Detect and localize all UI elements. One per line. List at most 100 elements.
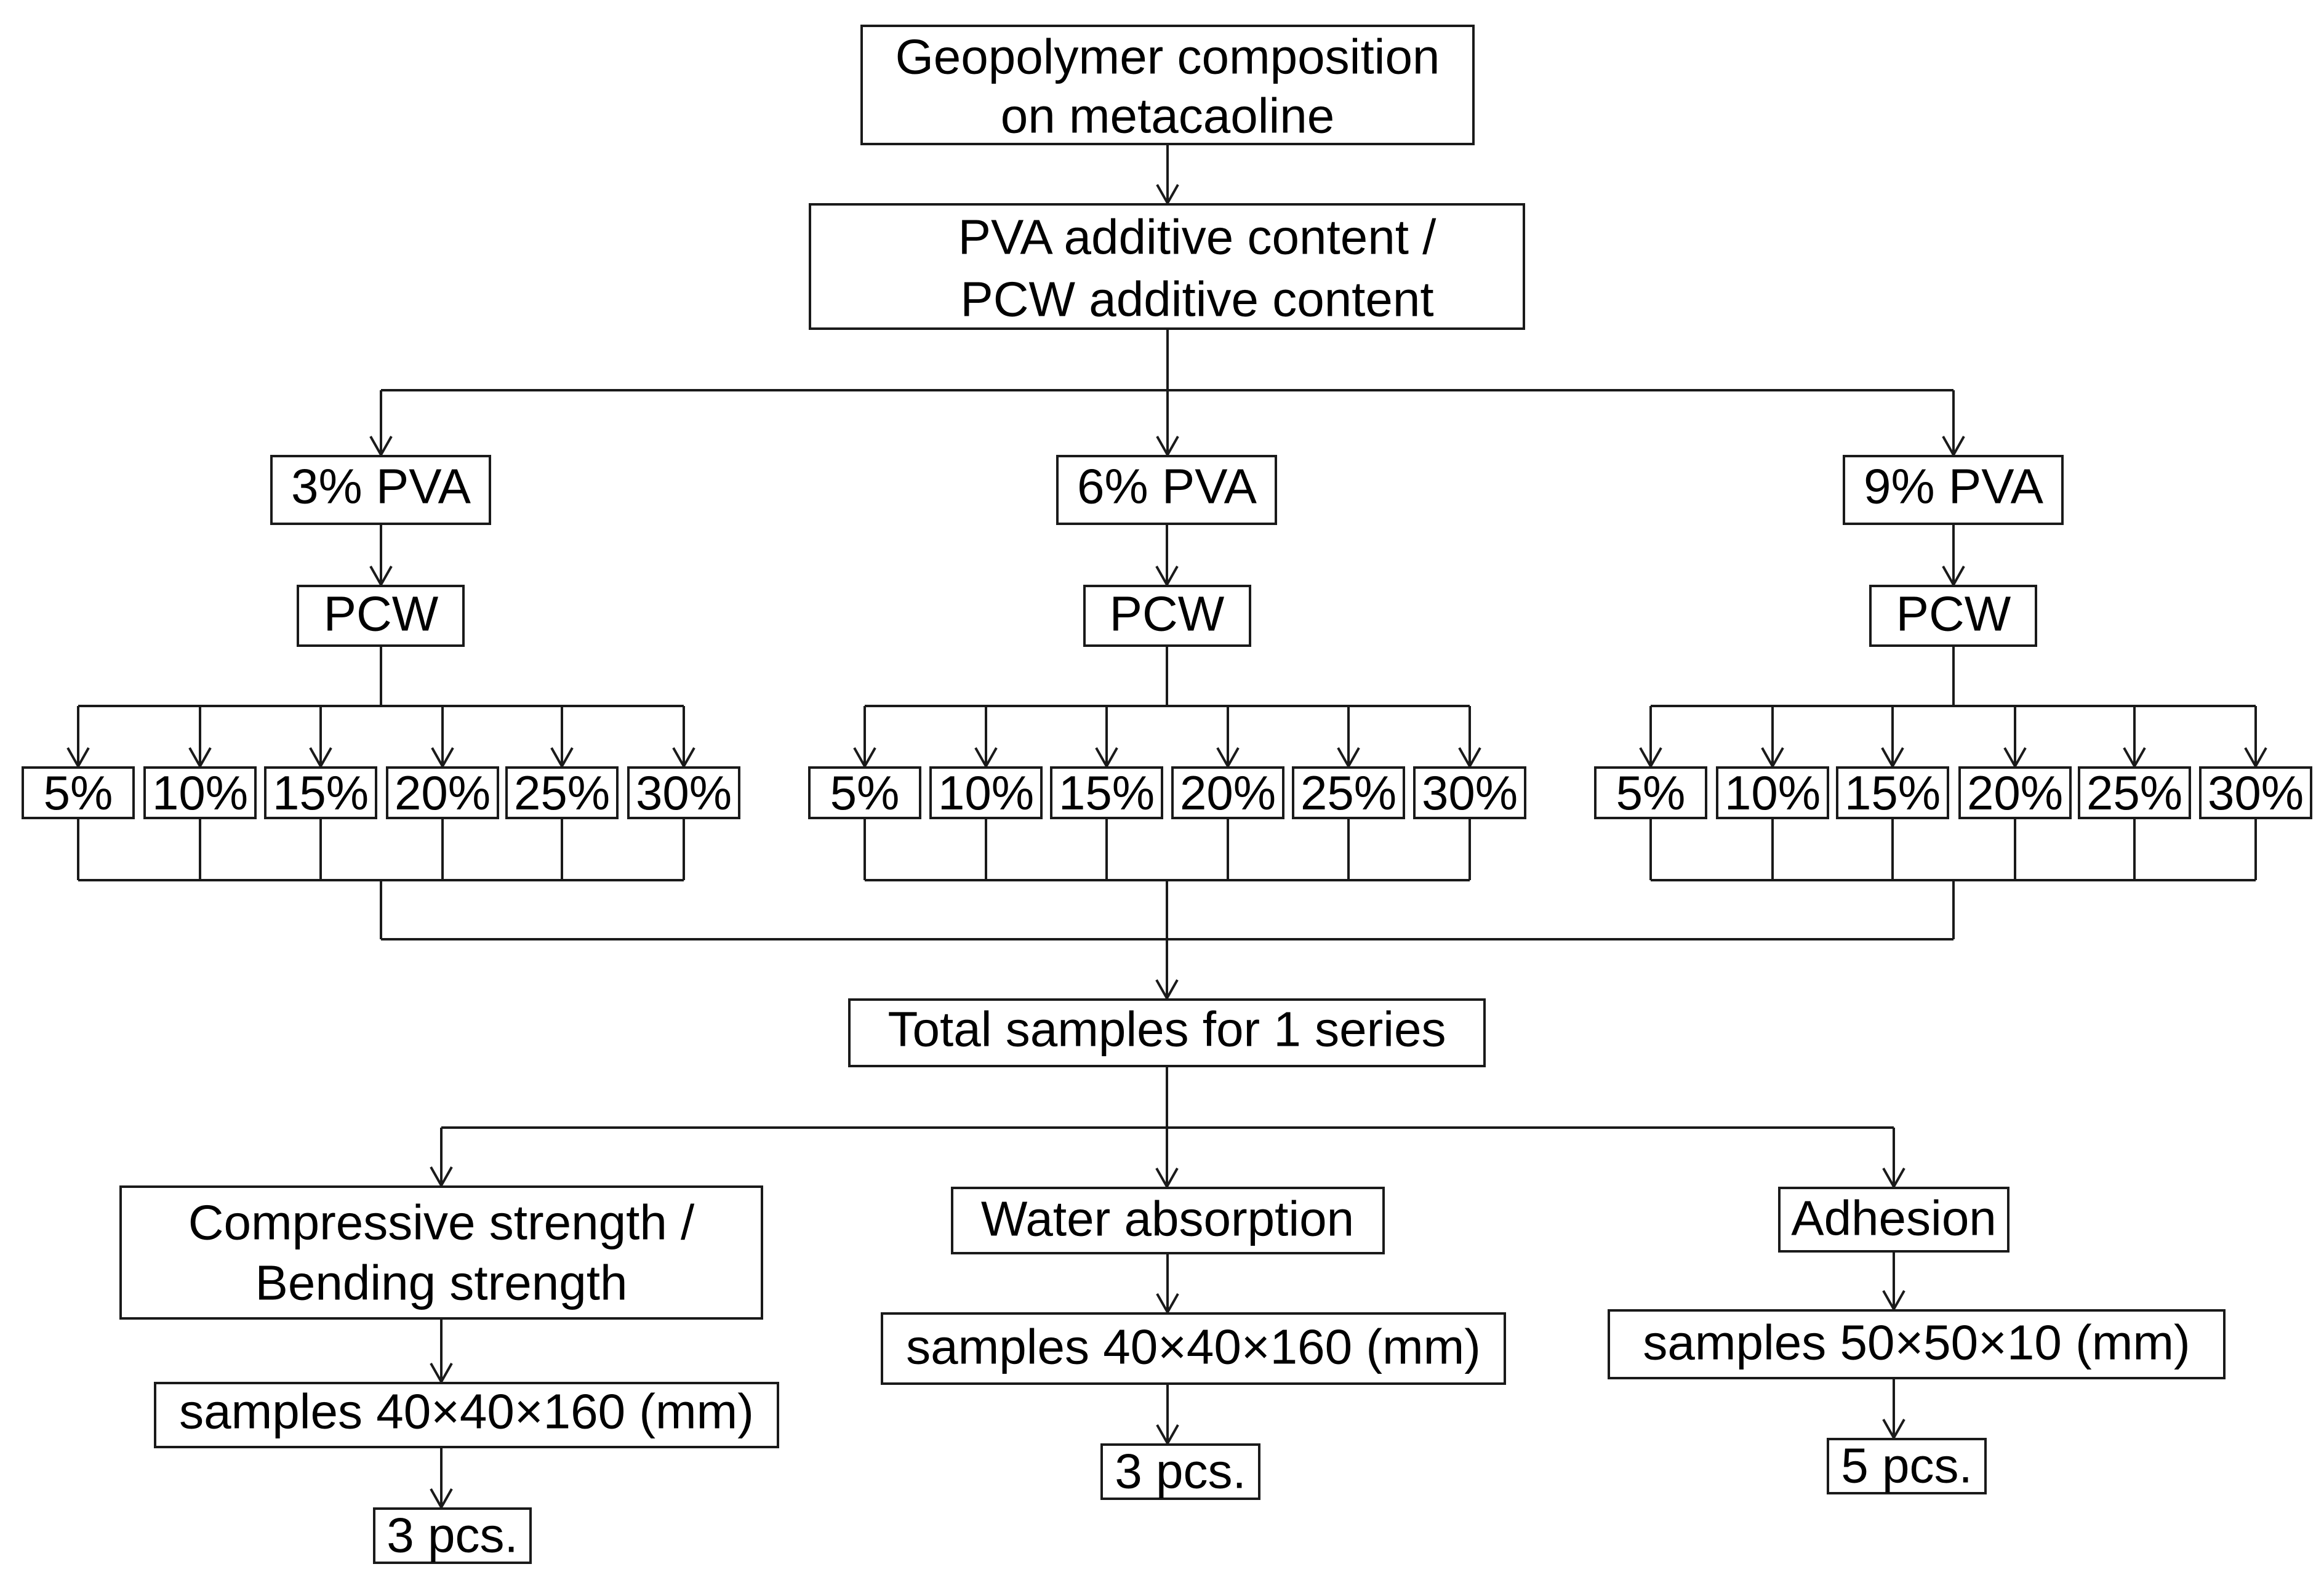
- percent-label: 5%: [1616, 766, 1686, 820]
- test-label-line1: Compressive strength /: [188, 1195, 695, 1250]
- percent-label: 20%: [1180, 766, 1276, 820]
- percent-label: 30%: [2208, 766, 2304, 820]
- arrow-head: [430, 1363, 453, 1385]
- total-label: Total samples for 1 series: [888, 1002, 1446, 1057]
- percent-box: [1836, 766, 1949, 819]
- arrow-head: [1155, 1168, 1179, 1190]
- percent-label: 10%: [152, 766, 248, 820]
- count-box: [1100, 1443, 1260, 1500]
- connectors: [66, 144, 2267, 1510]
- pva-label-6: 6% PVA: [1077, 459, 1257, 514]
- percent-label: 10%: [938, 766, 1034, 820]
- percent-label: 25%: [514, 766, 610, 820]
- test-label-line1: Water absorption: [981, 1192, 1354, 1246]
- pva-label-9: 9% PVA: [1864, 459, 2044, 514]
- arrow-head: [430, 1166, 453, 1189]
- percent-label: 5%: [44, 766, 113, 820]
- percent-label: 25%: [2086, 766, 2182, 820]
- arrow-head: [1942, 566, 1965, 588]
- arrow-head: [430, 1488, 453, 1510]
- percent-label: 25%: [1300, 766, 1396, 820]
- percent-label: 15%: [273, 766, 369, 820]
- count-label: 5 pcs.: [1841, 1438, 1972, 1493]
- percent-label: 20%: [1967, 766, 2063, 820]
- arrow-head: [853, 747, 1481, 769]
- pva-box-6: [1056, 455, 1277, 525]
- connector-line: [863, 818, 1471, 880]
- arrow-head: [1156, 1424, 1179, 1446]
- count-box: [373, 1507, 532, 1564]
- connector-line: [440, 1128, 1895, 1187]
- pcw-label-3: PCW: [324, 587, 439, 641]
- pva-label-3: 3% PVA: [291, 459, 471, 514]
- test-adhesion: Adhesion samples 50×50×10 (mm) 5 pcs.: [1608, 1187, 2226, 1494]
- test-label-line1: Adhesion: [1791, 1191, 1997, 1246]
- percent-box: [627, 766, 740, 819]
- additive-node: PVA additive content / PCW additive cont…: [809, 203, 1525, 330]
- arrow-head: [1639, 747, 2267, 769]
- total-node: Total samples for 1 series: [848, 998, 1486, 1067]
- pcw-box-3: [297, 585, 465, 647]
- percent-label: 5%: [830, 766, 900, 820]
- arrow-head: [369, 566, 393, 588]
- arrow-head: [1156, 1293, 1179, 1315]
- percent-label: 10%: [1725, 766, 1821, 820]
- additive-label-line1: PVA additive content /: [958, 210, 1437, 265]
- test-label-line2: Bending strength: [255, 1256, 628, 1310]
- root-node: Geopolymer composition on metacaoline: [860, 25, 1475, 145]
- percent-label: 20%: [395, 766, 491, 820]
- percent-box: [143, 766, 257, 819]
- connector-line: [863, 706, 1471, 766]
- connector-line: [77, 818, 685, 880]
- root-label-line1: Geopolymer composition: [896, 30, 1440, 84]
- root-label-line2: on metacaoline: [1001, 89, 1335, 143]
- root-box: [860, 25, 1475, 145]
- samples-label: samples 50×50×10 (mm): [1643, 1315, 2190, 1370]
- connector-line: [77, 706, 685, 766]
- samples-label: samples 40×40×160 (mm): [906, 1320, 1481, 1374]
- percent-label: 15%: [1845, 766, 1941, 820]
- pcw-box-6: [1083, 585, 1251, 647]
- percent-label: 30%: [1422, 766, 1518, 820]
- pcw-box-9: [1869, 585, 2037, 647]
- pva-box-9: [1843, 455, 2064, 525]
- percent-box: [1958, 766, 2072, 819]
- percent-box: [1171, 766, 1284, 819]
- arrow-head: [1882, 1168, 1905, 1190]
- pcw-label-6: PCW: [1110, 587, 1225, 641]
- test-water-absorption: Water absorption samples 40×40×160 (mm) …: [881, 1187, 1506, 1500]
- arrow-head: [1156, 184, 1179, 206]
- pcw-label-9: PCW: [1896, 587, 2011, 641]
- connector-line: [380, 880, 1955, 939]
- percent-label: 15%: [1059, 766, 1155, 820]
- total-box: [848, 998, 1486, 1067]
- test-box: [951, 1187, 1385, 1254]
- arrow-head: [369, 436, 393, 458]
- connector-line: [1649, 706, 2257, 766]
- samples-label: samples 40×40×160 (mm): [179, 1384, 754, 1439]
- percent-box: [1413, 766, 1526, 819]
- arrow-head: [1155, 979, 1179, 1001]
- arrow-head: [1882, 1419, 1905, 1441]
- connector-line: [1649, 818, 2257, 880]
- samples-box: [881, 1312, 1506, 1385]
- count-box: [1827, 1438, 1987, 1494]
- arrow-head: [1156, 436, 1179, 458]
- count-label: 3 pcs.: [387, 1508, 518, 1563]
- test-compressive-bending: Compressive strength / Bending strength …: [119, 1185, 779, 1564]
- branch-9-pva: 9% PVA PCW 5% 10% 15% 20% 25% 30%: [1594, 455, 2312, 820]
- branch-3-pva: 3% PVA PCW 5% 10% 15% 20% 25% 30%: [22, 455, 740, 820]
- branch-6-pva: 6% PVA PCW 5% 10% 15% 20% 25% 30%: [808, 455, 1526, 820]
- percent-label: 30%: [636, 766, 732, 820]
- count-label: 3 pcs.: [1115, 1444, 1246, 1499]
- arrow-head: [1882, 1290, 1905, 1312]
- samples-box: [1608, 1309, 2226, 1379]
- additive-box: [809, 203, 1525, 330]
- percent-box: [1292, 766, 1405, 819]
- arrow-head: [1155, 566, 1179, 588]
- arrow-head: [66, 747, 695, 769]
- samples-box: [154, 1382, 779, 1448]
- arrow-head: [1942, 436, 1965, 458]
- additive-label-line2: PCW additive content: [960, 272, 1433, 327]
